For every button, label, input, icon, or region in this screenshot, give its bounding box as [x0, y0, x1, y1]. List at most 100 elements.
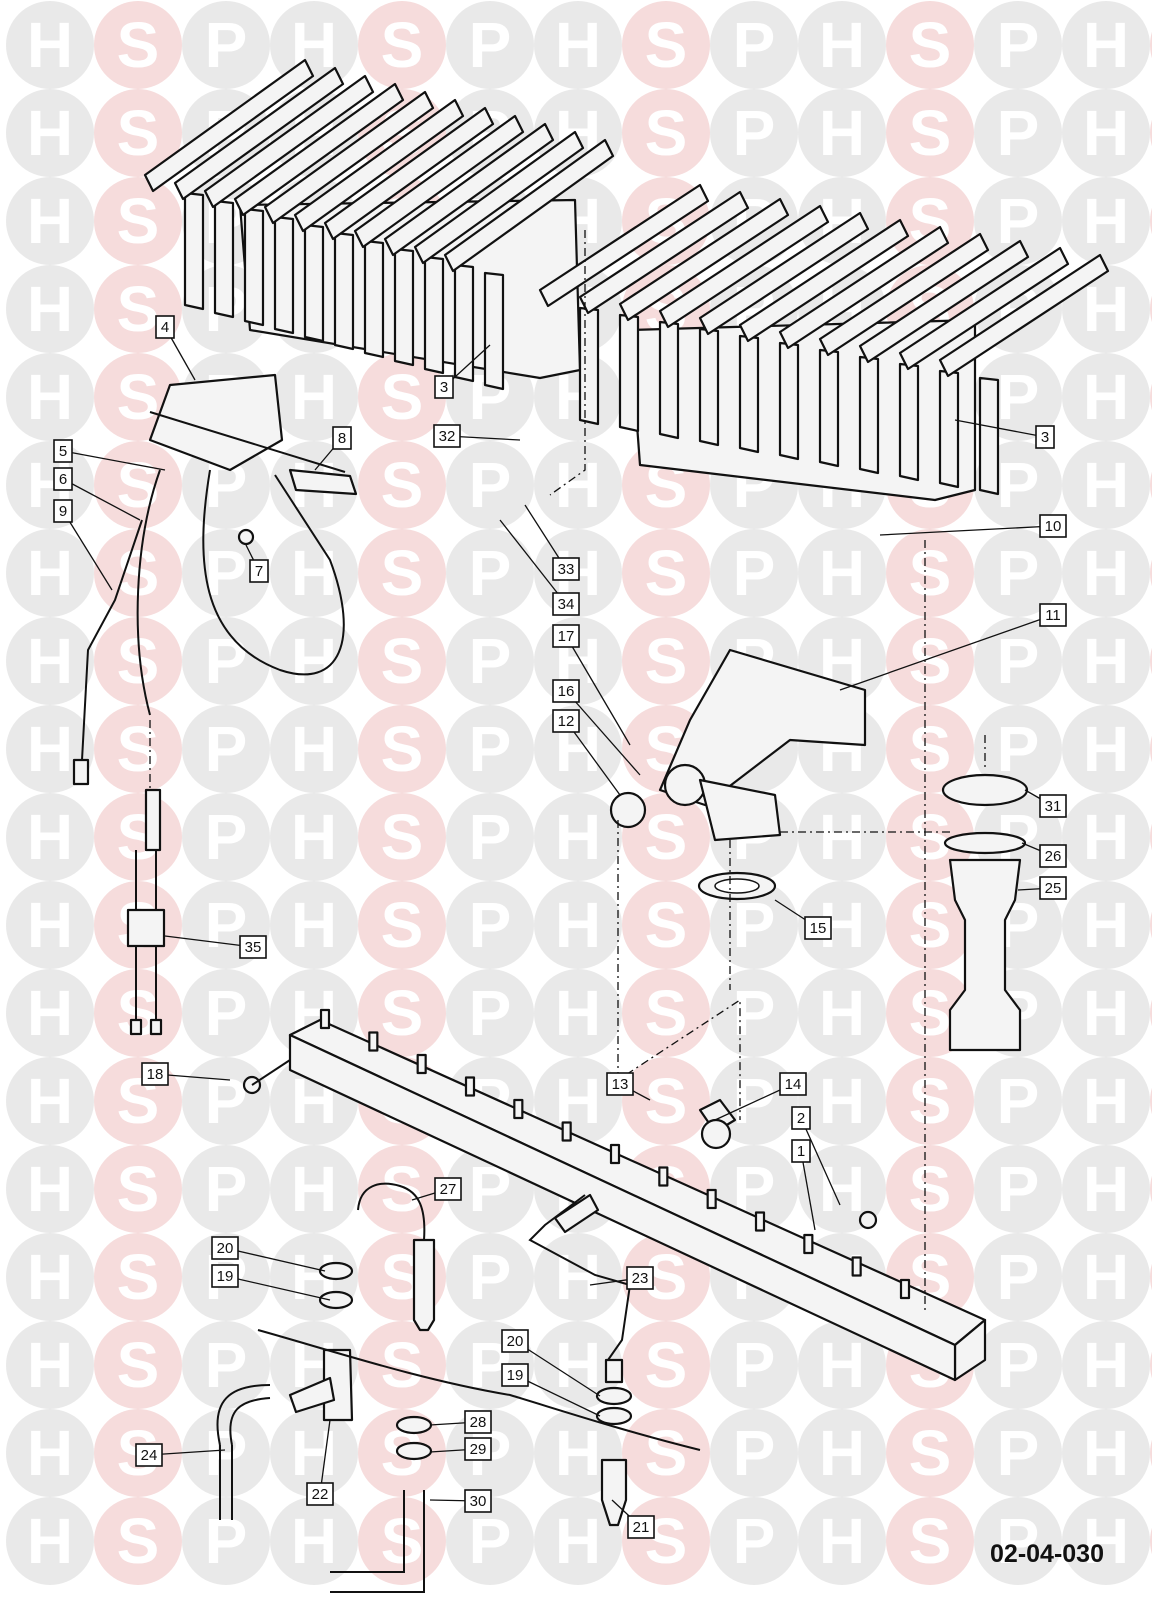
watermark-logo: S — [886, 1409, 974, 1497]
callout-number: 12 — [558, 713, 575, 730]
watermark-logo: S — [886, 1057, 974, 1145]
svg-text:S: S — [645, 1417, 688, 1489]
svg-text:P: P — [997, 1065, 1040, 1137]
watermark-logo: S — [622, 1, 710, 89]
watermark-logo: P — [974, 177, 1062, 265]
watermark-logo: H — [6, 617, 94, 705]
callout-number: 24 — [141, 1447, 158, 1464]
watermark-logo: P — [446, 617, 534, 705]
watermark-logo: H — [1062, 1, 1150, 89]
watermark-logo: S — [358, 529, 446, 617]
svg-text:S: S — [909, 1505, 952, 1577]
svg-text:H: H — [27, 1065, 73, 1137]
callout-12: 12 — [552, 709, 621, 796]
svg-text:P: P — [997, 713, 1040, 785]
svg-text:S: S — [909, 625, 952, 697]
svg-text:H: H — [555, 1329, 601, 1401]
watermark-logo: H — [534, 1497, 622, 1585]
watermark-logo: H — [534, 881, 622, 969]
watermark-logo: H — [6, 353, 94, 441]
burner-rail — [658, 204, 830, 329]
burner-rail — [443, 138, 615, 273]
svg-text:P: P — [205, 625, 248, 697]
svg-text:S: S — [645, 9, 688, 81]
watermark-logo: S — [358, 1145, 446, 1233]
svg-text:P: P — [469, 625, 512, 697]
callout-30: 30 — [429, 1489, 492, 1513]
watermark-logo: H — [270, 1497, 358, 1585]
svg-text:S: S — [909, 801, 952, 873]
watermark-logo: S — [358, 353, 446, 441]
watermark-logo: H — [6, 969, 94, 1057]
callout-16: 16 — [552, 679, 641, 776]
svg-text:S: S — [381, 801, 424, 873]
svg-text:P: P — [205, 1153, 248, 1225]
burner-tube — [698, 327, 720, 447]
svg-text:S: S — [117, 361, 160, 433]
svg-text:S: S — [645, 1065, 688, 1137]
burner-tube — [183, 191, 205, 311]
watermark-logo: P — [974, 1, 1062, 89]
svg-text:P: P — [205, 801, 248, 873]
svg-text:H: H — [27, 273, 73, 345]
callout-26: 26 — [1021, 842, 1067, 868]
callout-number: 29 — [470, 1441, 487, 1458]
svg-text:H: H — [555, 9, 601, 81]
watermark-logo: S — [94, 1321, 182, 1409]
svg-text:S: S — [381, 449, 424, 521]
watermark-logo: H — [6, 265, 94, 353]
watermark-logo: H — [1062, 881, 1150, 969]
svg-text:H: H — [27, 1153, 73, 1225]
watermark-logo: P — [710, 89, 798, 177]
burner-rail — [323, 106, 495, 241]
watermark-logo: P — [446, 1497, 534, 1585]
watermark-logo: P — [182, 793, 270, 881]
watermark-logo: H — [1062, 89, 1150, 177]
svg-text:P: P — [997, 625, 1040, 697]
watermark-logo: H — [6, 1, 94, 89]
watermark-logo: H — [798, 969, 886, 1057]
fittings-lower-right — [595, 1358, 633, 1527]
gas-valve-body — [609, 648, 950, 990]
watermark-logo: S — [94, 1233, 182, 1321]
svg-text:S: S — [645, 801, 688, 873]
callout-number: 22 — [312, 1486, 329, 1503]
svg-text:H: H — [555, 801, 601, 873]
watermark-logo: S — [358, 881, 446, 969]
callout-34: 34 — [499, 519, 580, 616]
watermark-logo: H — [270, 353, 358, 441]
union-fitting — [941, 735, 1029, 1052]
watermark-logo: P — [710, 1, 798, 89]
callout-7: 7 — [245, 544, 269, 583]
svg-text:H: H — [27, 889, 73, 961]
burner-bank-right — [538, 183, 1110, 502]
watermark-logo: H — [270, 881, 358, 969]
svg-text:H: H — [27, 625, 73, 697]
callout-number: 3 — [440, 379, 448, 396]
svg-text:H: H — [291, 889, 337, 961]
burner-tube — [938, 369, 960, 489]
burner-rail — [898, 246, 1070, 371]
burner-jet — [803, 1233, 814, 1255]
pilot-pipe-23 — [528, 1193, 632, 1361]
svg-text:H: H — [27, 537, 73, 609]
callout-19: 19 — [501, 1363, 601, 1417]
svg-text:H: H — [1083, 889, 1129, 961]
svg-text:S: S — [909, 1417, 952, 1489]
svg-text:H: H — [819, 1417, 865, 1489]
watermark-logo: P — [446, 1, 534, 89]
watermark-logo: P — [974, 1321, 1062, 1409]
watermark-logo: P — [446, 969, 534, 1057]
burner-tube — [453, 263, 475, 383]
svg-text:H: H — [1083, 1505, 1129, 1577]
svg-text:H: H — [1083, 9, 1129, 81]
callout-13: 13 — [606, 1072, 651, 1101]
callout-number: 1 — [797, 1143, 805, 1160]
burner-rail — [778, 225, 950, 350]
svg-text:S: S — [117, 97, 160, 169]
watermark-logo: S — [622, 1409, 710, 1497]
watermark-logo: S — [94, 89, 182, 177]
svg-text:H: H — [27, 97, 73, 169]
watermark-logo: H — [1062, 1057, 1150, 1145]
